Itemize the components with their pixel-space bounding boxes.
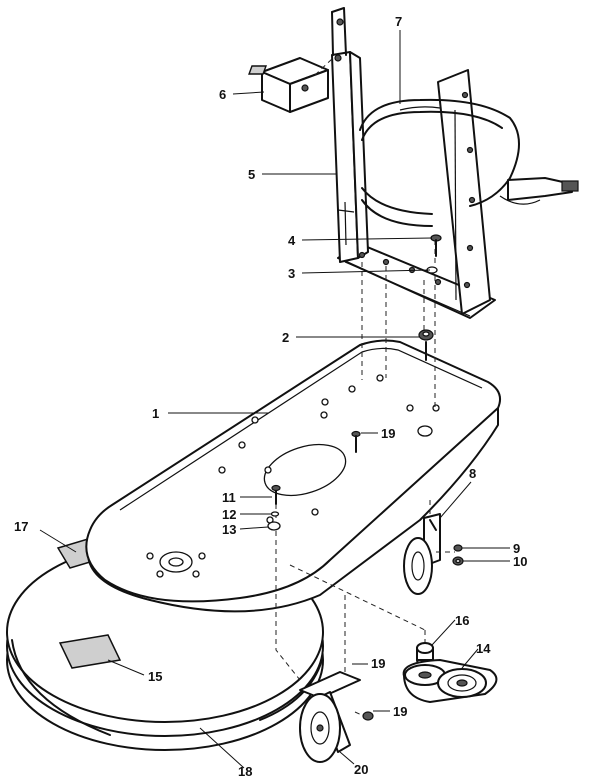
callout-1: 1 [152, 406, 159, 421]
callout-2: 2 [282, 330, 289, 345]
main-chassis-deck [85, 339, 501, 613]
callout-13: 13 [222, 522, 236, 537]
handle-bracket-assembly [331, 7, 496, 319]
callout-15: 15 [148, 669, 162, 684]
callout-16: 16 [455, 613, 469, 628]
callout-10: 10 [513, 554, 527, 569]
label-plate-15 [58, 634, 122, 669]
callout-7: 7 [395, 14, 402, 29]
nut-9 [453, 544, 463, 552]
nut-2 [418, 329, 434, 361]
callout-9: 9 [513, 541, 520, 556]
callout-19-bracket: 19 [371, 656, 385, 671]
nut-10 [452, 556, 464, 566]
callout-4: 4 [288, 233, 296, 248]
pulley-14 [402, 659, 498, 703]
callout-12: 12 [222, 507, 236, 522]
caster-wheel-8 [403, 513, 441, 595]
spacer-13 [267, 521, 281, 531]
tank-band-7 [359, 98, 579, 227]
callout-19-caster: 19 [393, 704, 407, 719]
callout-19-deck: 19 [381, 426, 395, 441]
bolt-19-deck [351, 430, 361, 453]
screw-11 [271, 484, 281, 505]
bolt-4 [430, 234, 442, 257]
callout-5: 5 [248, 167, 255, 182]
rear-wheel-20 [299, 671, 361, 763]
callout-20: 20 [354, 762, 368, 777]
callout-11: 11 [222, 490, 236, 505]
callout-14: 14 [476, 641, 491, 656]
lock-washer-12 [270, 511, 280, 517]
callout-8: 8 [469, 466, 476, 481]
callout-18: 18 [238, 764, 252, 779]
switch-box-6 [248, 57, 329, 113]
leader-lines [39, 30, 510, 769]
callout-17: 17 [14, 519, 28, 534]
callout-3: 3 [288, 266, 295, 281]
callout-6: 6 [219, 87, 226, 102]
bolt-19-caster [354, 711, 374, 721]
